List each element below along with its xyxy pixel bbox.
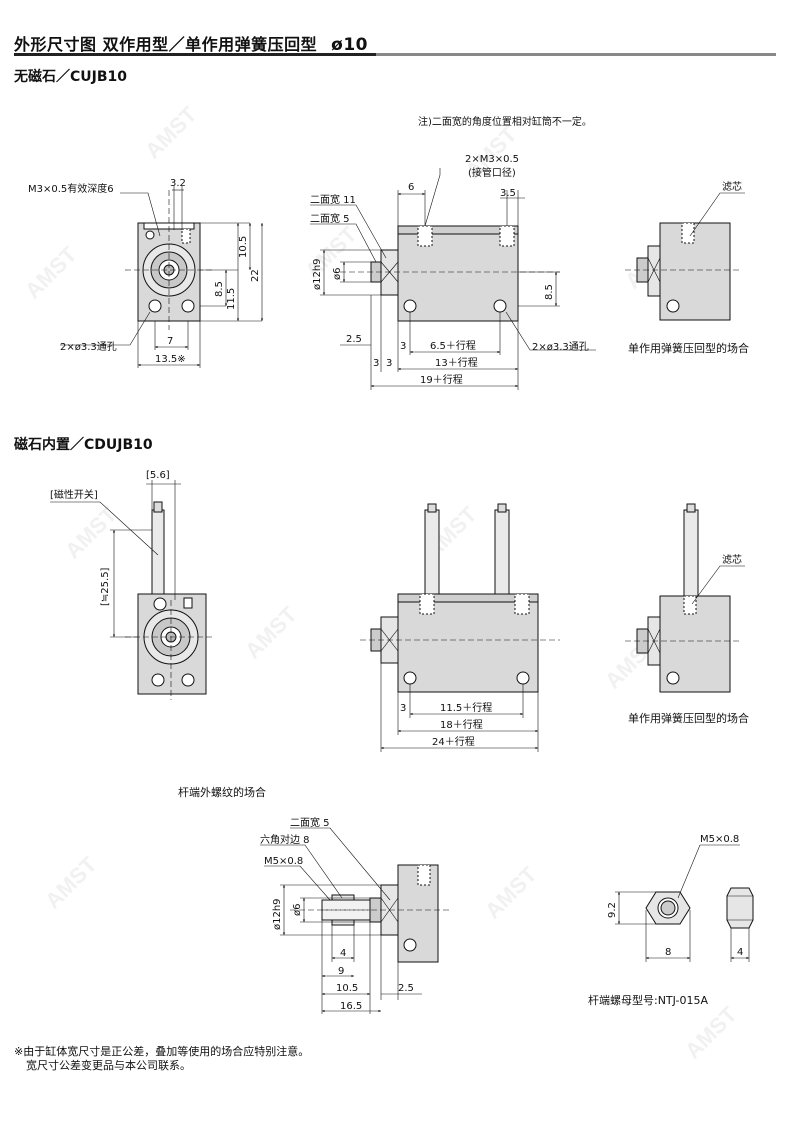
side-view-cdujb10 <box>360 503 560 752</box>
dim-12h9: ø12h9 <box>312 258 323 290</box>
dim-12h9-s3: ø12h9 <box>272 898 283 930</box>
single-acting-view-1 <box>625 192 745 321</box>
dim-9-s3: 9 <box>338 966 344 977</box>
mount-hole <box>148 299 162 313</box>
dim-11-5: 11.5 <box>226 288 237 310</box>
label-wf11: 二面宽 11 <box>310 193 356 206</box>
label-wf5-s3: 二面宽 5 <box>290 816 330 829</box>
section1-note: 注)二面宽的角度位置相对缸筒不一定。 <box>418 117 592 128</box>
dim-stroke-18: 18＋行程 <box>440 718 483 731</box>
nut-model-caption: 杆端螺母型号:NTJ-015A <box>588 994 708 1007</box>
section3-title: 杆端外螺纹的场合 <box>178 786 266 799</box>
footnote-line2: 宽尺寸公差变更品与本公司联系。 <box>26 1059 191 1072</box>
dim-3-s2: 3 <box>400 703 406 714</box>
dim-2-5: 2.5 <box>346 334 362 345</box>
dim-stroke-6-5: 6.5＋行程 <box>430 339 476 352</box>
caption-single-2: 单作用弹簧压回型的场合 <box>628 711 749 725</box>
dim-stroke-24: 24＋行程 <box>432 735 475 748</box>
dim-phi6-s3: ø6 <box>292 904 303 916</box>
footnote-line1: ※由于缸体宽尺寸是正公差，叠加等使用的场合应特别注意。 <box>14 1045 310 1058</box>
mount-hole <box>181 299 195 313</box>
label-wf5: 二面宽 5 <box>310 212 350 225</box>
dim-3b: 3 <box>386 358 392 369</box>
dim-25-5: [≒25.5] <box>100 567 111 606</box>
dim-8-5: 8.5 <box>214 281 225 297</box>
dim-3c: 3 <box>400 341 406 352</box>
dim-7: 7 <box>167 336 173 347</box>
label-hex8: 六角对边 8 <box>260 833 310 846</box>
label-port: 2×M3×0.5 <box>465 154 519 165</box>
nut-side <box>726 887 754 929</box>
header-bore: ø10 <box>331 35 368 55</box>
side-view-cujb10 <box>310 168 596 390</box>
dim-3-5: 3.5 <box>500 188 516 199</box>
dim-stroke-13: 13＋行程 <box>435 356 478 369</box>
dim-9-2: 9.2 <box>607 902 618 918</box>
header-rule-grey <box>376 53 776 56</box>
dim-nut-4: 4 <box>737 947 743 958</box>
caption-single-1: 单作用弹簧压回型的场合 <box>628 341 749 355</box>
dim-3-2: 3.2 <box>170 178 186 189</box>
section1-title: 无磁石／CUJB10 <box>14 69 128 85</box>
dim-16-5-s3: 16.5 <box>340 1001 362 1012</box>
label-nut-m5: M5×0.8 <box>700 834 739 845</box>
nut-detail <box>615 844 754 962</box>
label-m5: M5×0.8 <box>264 856 303 867</box>
dim-stroke-11-5: 11.5＋行程 <box>440 701 492 714</box>
header-title: 外形尺寸图 双作用型／单作用弹簧压回型 <box>14 35 318 54</box>
dim-nut-8: 8 <box>665 947 671 958</box>
dim-13-5: 13.5※ <box>155 354 186 365</box>
front-view-cdujb10 <box>50 480 215 700</box>
dim-10-5-s3: 10.5 <box>336 983 358 994</box>
front-view-cujb10 <box>60 186 264 368</box>
page-title: 外形尺寸图 双作用型／单作用弹簧压回型 ø10 <box>14 31 368 55</box>
dim-5-6: [5.6] <box>146 470 170 481</box>
label-holes-front: 2×ø3.3通孔 <box>60 341 117 353</box>
single-acting-view-2 <box>625 503 745 693</box>
dim-stroke-19: 19＋行程 <box>420 373 463 386</box>
dim-4-s3: 4 <box>340 948 346 959</box>
dim-10-5: 10.5 <box>238 236 249 258</box>
label-port-note: (接管口径) <box>468 166 516 179</box>
dim-2-5-s3: 2.5 <box>398 983 414 994</box>
dim-phi6: ø6 <box>332 268 343 280</box>
section2-title: 磁石内置／CDUJB10 <box>14 437 153 453</box>
label-holes-side: 2×ø3.3通孔 <box>532 341 589 353</box>
dim-22: 22 <box>250 269 261 282</box>
label-filter-2: 滤芯 <box>722 553 742 566</box>
dim-8-5-side: 8.5 <box>544 284 555 300</box>
label-m3-depth: M3×0.5有效深度6 <box>28 182 114 195</box>
footnote: ※由于缸体宽尺寸是正公差，叠加等使用的场合应特别注意。 宽尺寸公差变更品与本公司… <box>14 1045 309 1073</box>
header-rule <box>14 53 376 56</box>
dim-6: 6 <box>408 182 414 193</box>
rod-thread-view <box>260 827 450 1014</box>
label-switch: [磁性开关] <box>50 488 98 501</box>
dim-3a: 3 <box>373 358 379 369</box>
label-filter-1: 滤芯 <box>722 180 742 193</box>
